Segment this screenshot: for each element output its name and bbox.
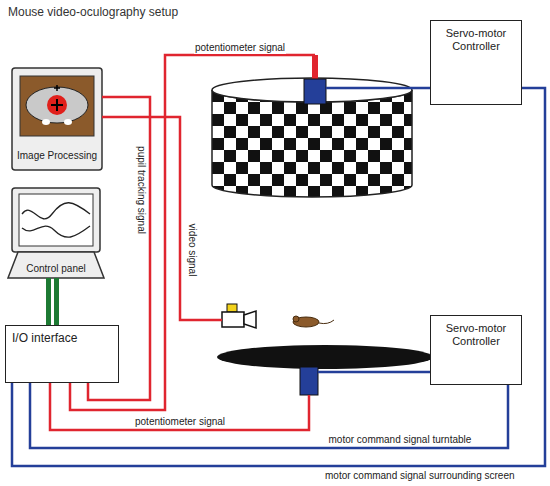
monitor-node: Control panel — [8, 188, 104, 278]
blue-wires — [318, 88, 522, 385]
diagram-title: Mouse video-oculography setup — [8, 5, 178, 19]
monitor-node: Image Processing — [12, 68, 102, 170]
signal-label: motor command signal turntable — [328, 434, 473, 446]
node-label: Servo-motor Controller — [435, 27, 517, 53]
cable — [54, 278, 59, 325]
signal-label: pupil tracking signal — [135, 145, 147, 235]
motor-wire — [326, 87, 435, 90]
camera-body — [222, 312, 244, 327]
reflection — [42, 119, 50, 125]
node-label: I/O interface — [12, 331, 77, 345]
pupil — [47, 95, 67, 115]
shaft — [312, 55, 318, 82]
cable — [46, 278, 51, 325]
monitor-base — [8, 252, 104, 278]
motor — [300, 367, 318, 395]
camera-lens — [244, 311, 256, 328]
mouse — [293, 317, 319, 327]
signal-label: potentiometer signal — [134, 416, 226, 428]
controller-box: Servo-motor Controller — [430, 315, 522, 385]
crosshair — [54, 85, 60, 91]
signal-wire — [12, 88, 545, 466]
waveform — [22, 226, 90, 237]
node-label: Image Processing — [17, 150, 97, 162]
node-label: Control panel — [26, 263, 85, 275]
controller-box: I/O interface — [5, 325, 119, 383]
monitor-screen — [19, 194, 93, 246]
eye — [26, 87, 88, 123]
signal-wire — [30, 383, 508, 448]
drum-screen — [212, 90, 412, 197]
mouse-tail — [319, 320, 334, 324]
monitor-screen — [20, 76, 94, 136]
waveform — [22, 203, 90, 219]
reflection — [64, 119, 72, 125]
signal-label: video signal — [186, 223, 198, 278]
crosshair — [51, 99, 63, 111]
motor — [304, 79, 326, 104]
mouse-ear — [293, 316, 299, 322]
video-wire — [102, 117, 222, 320]
monitor-frame — [12, 68, 102, 170]
signal-label: potentiometer signal — [194, 42, 286, 54]
turntable — [217, 345, 433, 369]
motor-wire — [318, 371, 435, 374]
controller-box: Servo-motor Controller — [430, 20, 522, 105]
camera-part — [227, 304, 237, 312]
monitor-frame — [12, 188, 100, 252]
signal-label: motor command signal surrounding screen — [324, 470, 516, 482]
node-label: Servo-motor Controller — [435, 322, 517, 348]
